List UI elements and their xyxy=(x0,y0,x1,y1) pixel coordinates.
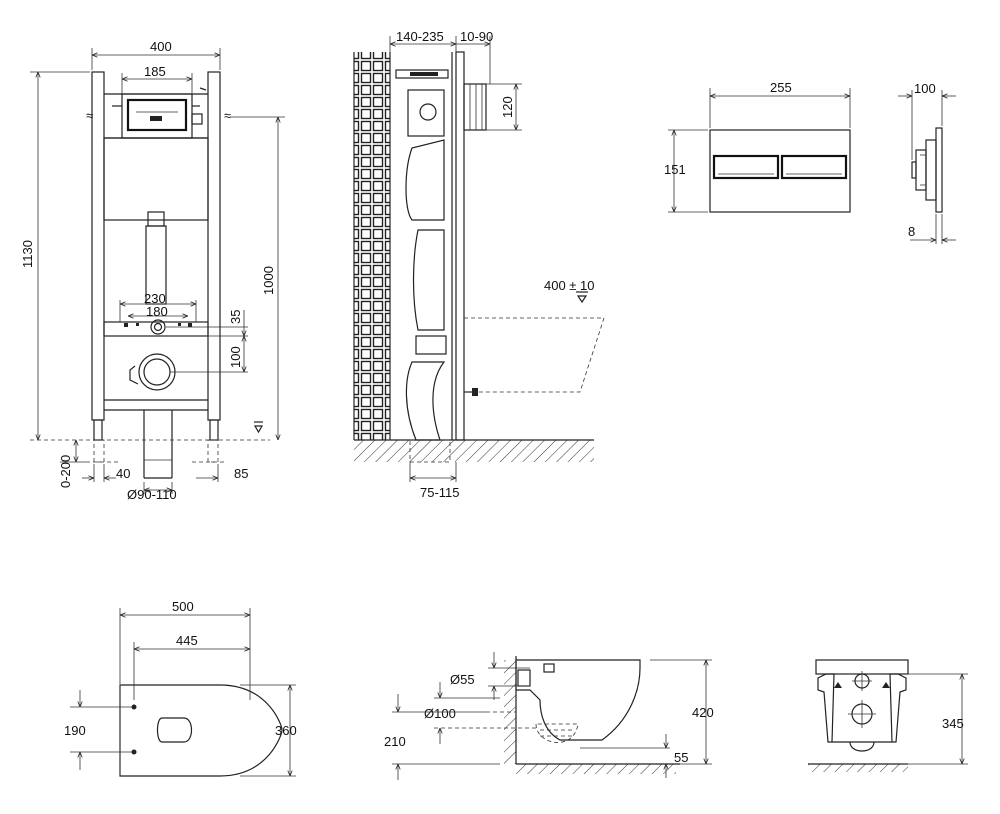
toilet-side-view: Ø55 Ø100 210 420 55 xyxy=(384,652,714,780)
toilet-back-view: 345 xyxy=(808,659,968,772)
dim-35: 35 xyxy=(228,310,243,324)
dim-inlet-diameter: Ø55 xyxy=(450,672,475,687)
brick-wall xyxy=(354,52,390,440)
flush-plate-side-stub xyxy=(463,83,487,131)
dim-55: 55 xyxy=(674,750,688,765)
dim-bowl-height: 400 ± 10 xyxy=(544,278,595,293)
dim-leg-range: 0-200 xyxy=(58,455,73,488)
bowl-outline-dashed xyxy=(464,317,605,393)
flush-button-left[interactable] xyxy=(712,154,780,180)
bowl-opening xyxy=(156,717,193,743)
dim-flush-span: 185 xyxy=(144,64,166,79)
dim-toilet-height: 420 xyxy=(692,705,714,720)
dim-toilet-width: 360 xyxy=(275,723,297,738)
svg-text:≈: ≈ xyxy=(86,108,93,123)
flush-plate-front-view: 255 151 xyxy=(664,80,851,213)
cistern-body xyxy=(103,137,209,221)
flush-button-right[interactable] xyxy=(780,154,848,180)
dim-back-height: 345 xyxy=(942,716,964,731)
flush-plate-side-view: 100 8 xyxy=(898,81,956,244)
dim-plate-depth: 100 xyxy=(914,81,936,96)
dim-toilet-length-inner: 445 xyxy=(176,633,198,648)
toilet-bowl-top xyxy=(119,684,283,777)
toilet-back-body xyxy=(817,673,907,743)
dim-toilet-length: 500 xyxy=(172,599,194,614)
front-panel xyxy=(455,51,465,441)
fixing-plate xyxy=(103,321,209,337)
dim-pipe-diameter: Ø90-110 xyxy=(127,487,177,502)
dim-outlet-height: 210 xyxy=(384,734,406,749)
dim-120: 120 xyxy=(500,96,515,118)
frame-left-upright xyxy=(91,71,105,421)
dim-frame-depth: 140-235 xyxy=(396,29,444,44)
dim-outlet-height: 1000 xyxy=(261,266,276,295)
dim-85: 85 xyxy=(234,466,248,481)
dim-40: 40 xyxy=(116,466,130,481)
dim-frame-width: 400 xyxy=(150,39,172,54)
frame-side-view: 140-235 10-90 120 400 ± 10 75-115 xyxy=(353,29,605,500)
dim-100: 100 xyxy=(228,346,243,368)
toilet-bowl-side xyxy=(515,659,641,741)
cistern-side xyxy=(407,89,445,137)
frame-front-view: ≈ ≈ 400 xyxy=(20,39,285,502)
dim-plate-height: 151 xyxy=(664,162,686,177)
drain-bend xyxy=(405,361,446,441)
svg-text:≈: ≈ xyxy=(224,108,231,123)
dim-fixing-180: 180 xyxy=(146,304,168,319)
dim-outlet-diameter: Ø100 xyxy=(424,706,456,721)
dim-75-115: 75-115 xyxy=(420,485,460,500)
toilet-top-view: 500 445 190 360 xyxy=(64,599,297,777)
dim-plate-offset: 10-90 xyxy=(460,29,493,44)
dim-plate-thickness: 8 xyxy=(908,224,915,239)
dim-frame-height: 1130 xyxy=(20,240,35,268)
frame-right-upright xyxy=(207,71,221,421)
floor-hatch xyxy=(354,440,594,462)
flush-plate xyxy=(709,129,851,213)
dim-fixing-230: 230 xyxy=(144,291,166,306)
plate-side-profile xyxy=(935,127,943,213)
dim-bolt-spacing: 190 xyxy=(64,723,86,738)
dim-plate-width: 255 xyxy=(770,80,792,95)
